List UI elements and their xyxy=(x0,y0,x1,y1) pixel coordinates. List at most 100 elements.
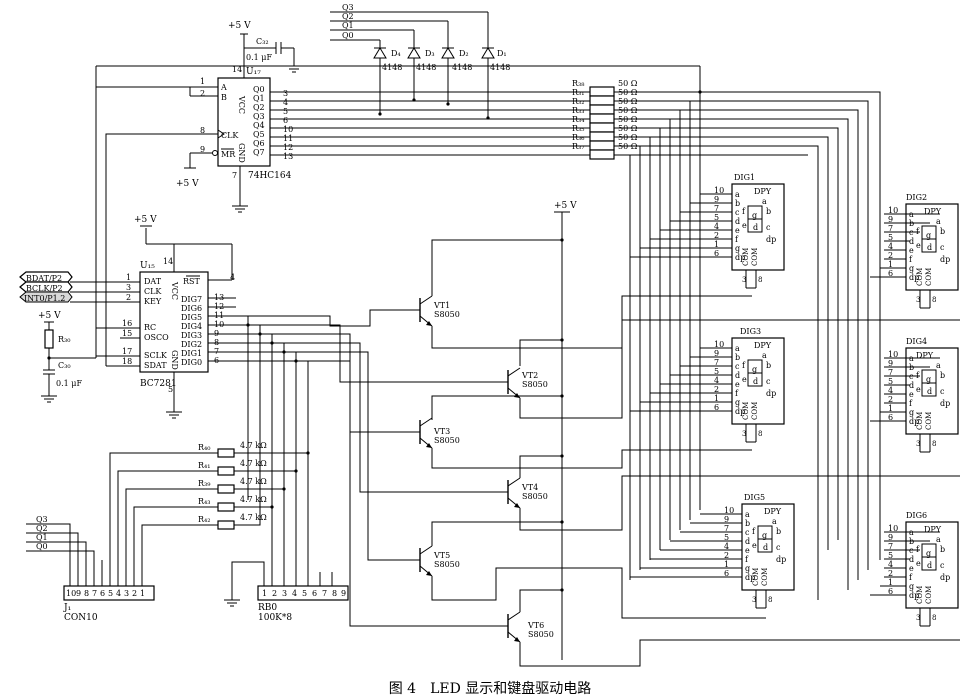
bc-pin-osco: OSCO xyxy=(144,333,169,342)
seg-b: b xyxy=(776,527,781,536)
com-pin-number: 3 xyxy=(916,440,920,448)
resistor-r30 xyxy=(44,329,54,349)
sr-pin-3: 3 xyxy=(283,89,288,98)
diode-d2-value: 4148 xyxy=(452,63,472,72)
display-body xyxy=(905,203,959,291)
bc-pin-dig2: DIG2 xyxy=(181,340,202,349)
q-line-q3: Q3 xyxy=(342,3,354,12)
display-seg-label: f xyxy=(745,555,749,564)
res-ref-r31: R₃₁ xyxy=(572,88,584,97)
sr-pin-clk: CLK xyxy=(221,131,239,140)
bc-pin-key: KEY xyxy=(144,297,162,306)
bc-pin-3: 3 xyxy=(126,283,131,292)
bc-pin-dig0: DIG0 xyxy=(181,358,202,367)
res-ref-r36: R₃₆ xyxy=(572,133,584,142)
vt4-part: S8050 xyxy=(522,492,548,501)
display-body xyxy=(731,337,785,425)
display-ref: DIG2 xyxy=(906,193,927,202)
seg-c: c xyxy=(940,243,945,252)
sr-pin-q5: Q5 xyxy=(253,130,265,139)
display-seg-label: dp xyxy=(735,407,745,416)
com-pin-number: 3 xyxy=(916,614,920,622)
display-pin-number: 2 xyxy=(888,251,893,260)
sr-vcc-label: VCC xyxy=(237,95,246,114)
resistor-r34 xyxy=(589,122,615,133)
diode-d1-ref: D₁ xyxy=(497,49,507,58)
base-resistors: R₄₀ R₄₁ R₃₉ R₄₃ R₄₂ 4.7 kΩ 4.7 kΩ 4.7 kΩ… xyxy=(109,441,310,586)
display-dig5: DIG5 DPY xyxy=(741,493,795,591)
display-dig3: DIG3 DPY xyxy=(731,327,785,425)
bc-pin-dig4: DIG4 xyxy=(181,322,202,331)
j1-pin-6: 6 xyxy=(100,589,105,598)
com-pin-number: 8 xyxy=(758,430,762,438)
display-seg-label: e xyxy=(735,380,740,389)
seg-dp: dp xyxy=(776,555,786,564)
display-pin-number: 1 xyxy=(714,240,719,249)
cap-top-value: 0.1 μF xyxy=(246,53,272,62)
display-seg-label: g xyxy=(909,408,914,417)
res-ref-r34: R₃₄ xyxy=(572,115,584,124)
sr-pin-1: 1 xyxy=(200,77,205,86)
display-pin-number: 6 xyxy=(888,587,893,596)
seg-a: a xyxy=(772,517,777,526)
display-pin-number: 10 xyxy=(888,524,898,533)
com-label: COM xyxy=(752,568,760,586)
j1-pin-2: 2 xyxy=(132,589,137,598)
sr-pin-a: A xyxy=(220,83,227,92)
bc-pin-vcc-num: 14 xyxy=(163,257,173,266)
display-seg-label: a xyxy=(745,510,750,519)
display-pin-number: 5 xyxy=(888,233,893,242)
base-res-val-0: 4.7 kΩ xyxy=(240,441,267,450)
seg-d: d xyxy=(753,223,758,232)
q-line-q0: Q0 xyxy=(342,31,354,40)
sr-pin-9: 9 xyxy=(200,145,205,154)
seg-g: g xyxy=(926,375,931,384)
seg-f: f xyxy=(752,527,756,536)
flag-int0 xyxy=(19,291,73,303)
seg-c: c xyxy=(766,377,771,386)
seg-g: g xyxy=(752,211,757,220)
display-pin-number: 7 xyxy=(888,368,893,377)
bc-pin-2: 2 xyxy=(126,293,131,302)
bc-pin-sdat: SDAT xyxy=(144,361,167,370)
display-seg-label: e xyxy=(909,246,914,255)
vt3-part: S8050 xyxy=(434,436,460,445)
seg-dp: dp xyxy=(766,389,776,398)
display-seg-label: d xyxy=(735,371,740,380)
seg-a: a xyxy=(936,361,941,370)
display-pin-number: 9 xyxy=(888,359,893,368)
seg-d: d xyxy=(927,387,932,396)
seg-b: b xyxy=(940,227,945,236)
signal-bclk: BCLK/P2 xyxy=(26,284,63,293)
display-pin-number: 5 xyxy=(714,213,719,222)
display-pin-number: 2 xyxy=(888,569,893,578)
bc7281-chip: U₁₅ BC7281 DAT CLK KEY RC OSCO SCLK SDAT… xyxy=(70,66,235,419)
display-seg-label: e xyxy=(745,546,750,555)
display-pin-number: 9 xyxy=(724,515,729,524)
j1-pin-7: 7 xyxy=(92,589,97,598)
display-dig1: DIG1 DPY xyxy=(731,173,785,271)
display-pin-number: 7 xyxy=(714,358,719,367)
seg-e: e xyxy=(742,221,747,230)
j1-pin-9: 9 xyxy=(76,589,81,598)
display-dig4: DIG4 DPY xyxy=(905,337,959,435)
vt6-part: S8050 xyxy=(528,630,554,639)
rb-pin-5: 5 xyxy=(302,589,307,598)
seg-dp: dp xyxy=(940,573,950,582)
seg-c: c xyxy=(776,543,781,552)
display-pin-number: 10 xyxy=(714,340,724,349)
seg-d: d xyxy=(927,243,932,252)
sr-pin-8: 8 xyxy=(200,126,205,135)
seg-d: d xyxy=(763,543,768,552)
display-ref: DIG5 xyxy=(744,493,765,502)
display-part: DPY xyxy=(764,507,782,516)
sr-pin-vcc-num: 14 xyxy=(232,65,242,74)
seg-dp: dp xyxy=(766,235,776,244)
vt5-part: S8050 xyxy=(434,560,460,569)
display-seg-label: b xyxy=(735,353,740,362)
display-pin-number: 1 xyxy=(888,260,893,269)
display-seg-label: d xyxy=(909,555,914,564)
seg-g: g xyxy=(926,549,931,558)
vt6-ref: VT6 xyxy=(527,621,544,630)
display-pin-number: 5 xyxy=(724,533,729,542)
